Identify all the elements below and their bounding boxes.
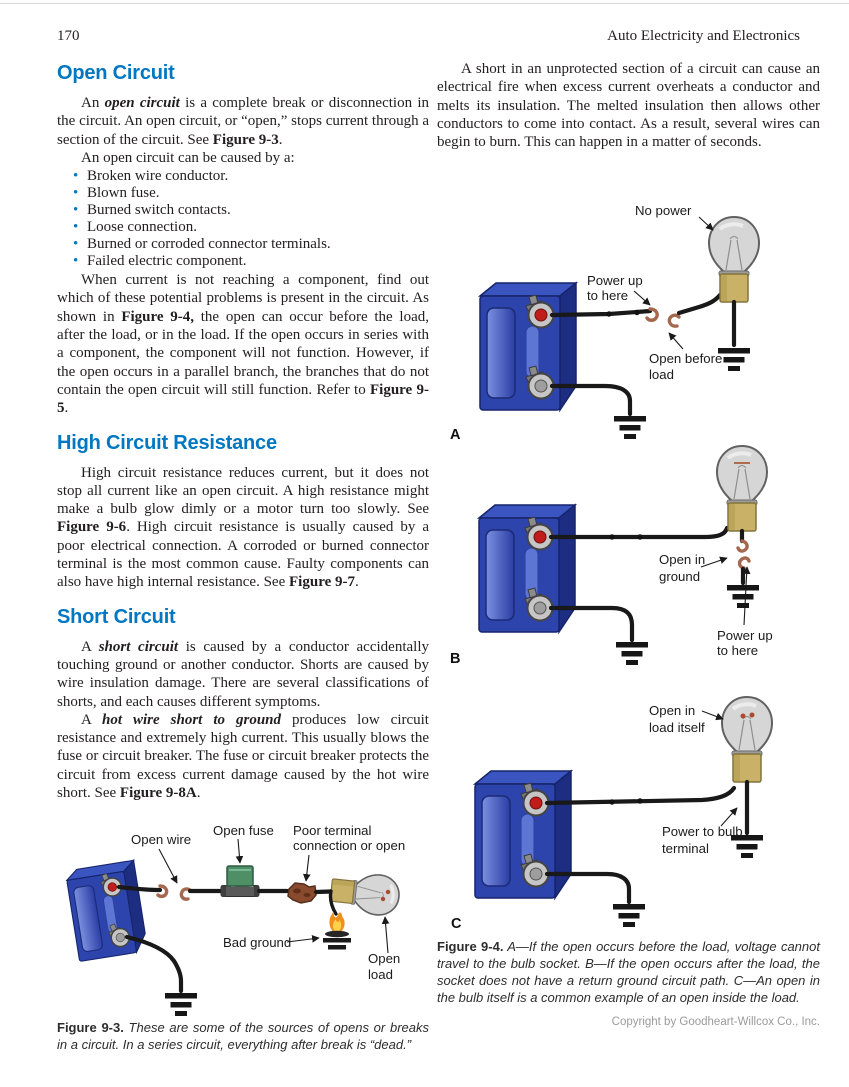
ground-symbol — [616, 642, 648, 666]
broken-wire-end-icon — [736, 539, 749, 554]
page-number: 170 — [57, 28, 80, 44]
label-bad-ground: Bad ground — [223, 935, 291, 950]
ground-symbol — [614, 416, 646, 440]
light-bulb-illustration — [720, 695, 774, 785]
label-power-up-to-here: Power up — [587, 273, 643, 288]
figure-letter-c: C — [451, 916, 462, 932]
bad-ground-symbol — [323, 931, 351, 950]
copyright-notice: Copyright by Goodheart-Willcox Co., Inc. — [611, 1016, 820, 1029]
figure-9-4-caption: Figure 9-4. A—If the open occurs before … — [437, 939, 820, 1006]
light-bulb-illustration — [707, 215, 761, 305]
label-open-in-load-itself: Open in — [649, 703, 695, 718]
label-open-load: load — [368, 967, 393, 982]
ground-symbol — [613, 904, 645, 928]
page-top-rule — [0, 3, 849, 4]
open-circuit-lead-in: An open circuit can be caused by a: — [81, 149, 295, 166]
label-open-wire: Open wire — [131, 832, 191, 847]
running-title: Auto Electricity and Electronics — [607, 28, 800, 44]
flame-icon — [329, 911, 345, 936]
label-open-in-ground: Open in — [659, 552, 705, 567]
broken-wire-end-icon — [179, 887, 192, 902]
high-resistance-paragraph: High circuit resistance reduces current,… — [57, 464, 429, 591]
figure-9-4-diagram-a: No power Power up to here Open before lo… — [450, 203, 761, 443]
list-item: Failed electric component. — [87, 253, 429, 270]
right-column: A short in an unprotected section of a c… — [437, 60, 820, 1053]
figure-letter-a: A — [450, 427, 461, 443]
label-power-to-bulb-terminal: Power to bulb — [662, 824, 743, 839]
ground-symbol — [718, 348, 750, 372]
figure-9-3-diagram: Open wire Open fuse Poor terminal connec… — [64, 823, 405, 1017]
label-open-fuse: Open fuse — [213, 823, 274, 838]
label-power-up-to-here: to here — [587, 288, 628, 303]
figure-9-4: No power Power up to here Open before lo… — [437, 195, 820, 1028]
broken-wire-end-icon — [156, 884, 169, 899]
list-item: Blown fuse. — [87, 185, 429, 202]
heading-high-circuit-resistance: High Circuit Resistance — [57, 431, 277, 454]
list-item: Loose connection. — [87, 219, 429, 236]
battery-illustration — [474, 770, 572, 900]
open-circuit-paragraph-1: An open circuit is a complete break or d… — [57, 95, 429, 148]
label-power-to-bulb-terminal: terminal — [662, 841, 709, 856]
battery-illustration — [478, 504, 576, 634]
left-column: Open Circuit An open circuit is a comple… — [57, 60, 429, 1053]
broken-wire-end-icon — [667, 313, 681, 329]
figure-9-4-diagram-c: Open in load itself Power to bulb termin… — [451, 695, 774, 932]
figure-9-3: Open wire Open fuse Poor terminal connec… — [57, 811, 429, 1053]
light-bulb-illustration — [715, 445, 769, 534]
open-circuit-paragraph-2: When current is not reaching a component… — [57, 272, 429, 417]
label-open-before-load: Open before — [649, 351, 722, 366]
label-open-before-load: load — [649, 367, 674, 382]
battery-illustration — [479, 282, 577, 412]
label-power-up-to-here: to here — [717, 643, 758, 658]
label-open-load: Open — [368, 951, 400, 966]
heading-open-circuit: Open Circuit — [57, 62, 175, 84]
ground-symbol — [727, 585, 759, 609]
light-bulb-illustration — [327, 868, 403, 919]
fuse-holder — [220, 885, 260, 898]
label-power-up-to-here: Power up — [717, 628, 773, 643]
running-header: 170 Auto Electricity and Electronics — [57, 28, 800, 45]
figure-letter-b: B — [450, 651, 460, 667]
short-circuit-intro-paragraph: A short in an unprotected section of a c… — [437, 61, 820, 151]
label-no-power: No power — [635, 203, 692, 218]
broken-wire-end-icon — [645, 307, 659, 323]
broken-wire-end-icon — [737, 556, 751, 571]
list-item: Broken wire conductor. — [87, 168, 429, 185]
label-poor-terminal: Poor terminal — [293, 823, 371, 838]
battery-illustration — [64, 859, 149, 963]
figure-9-3-caption: Figure 9-3. These are some of the source… — [57, 1020, 429, 1053]
list-item: Burned or corroded connector terminals. — [87, 236, 429, 253]
label-open-in-ground: ground — [659, 569, 700, 584]
label-poor-terminal: connection or open — [293, 838, 405, 853]
open-circuit-bullet-list: Broken wire conductor. Blown fuse. Burne… — [57, 168, 429, 270]
label-open-in-load-itself: load itself — [649, 720, 705, 735]
list-item: Burned switch contacts. — [87, 202, 429, 219]
corroded-connector-illustration — [287, 882, 317, 905]
ground-symbol — [165, 993, 197, 1017]
heading-short-circuit: Short Circuit — [57, 605, 176, 628]
short-circuit-paragraph-1: A short circuit is caused by a conductor… — [57, 638, 429, 710]
figure-9-4-diagram-b: Open in ground Power up to here B — [450, 445, 773, 667]
short-circuit-paragraph-2: A hot wire short to ground produces low … — [57, 711, 429, 802]
